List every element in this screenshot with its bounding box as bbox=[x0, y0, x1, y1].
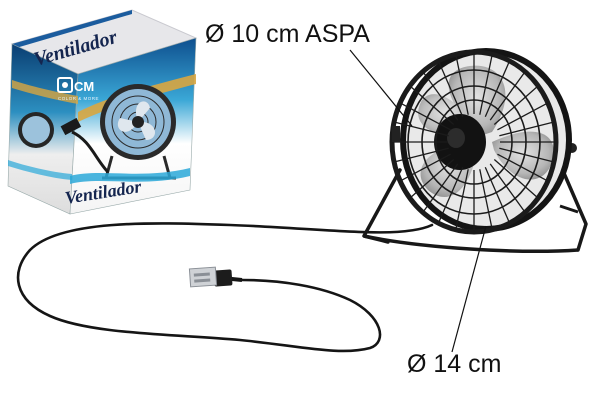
guard-spoke bbox=[399, 102, 451, 131]
frame-callout-line bbox=[451, 225, 487, 353]
guard-spoke bbox=[489, 71, 526, 121]
guard-spoke bbox=[393, 147, 449, 163]
guard-spoke bbox=[489, 163, 526, 213]
guard-spoke bbox=[409, 158, 455, 199]
guard-spoke bbox=[484, 166, 511, 224]
product-box: CM COLOR & MORE Ventilador Ventilador bbox=[7, 9, 198, 215]
guard-spoke bbox=[409, 85, 455, 126]
guard-spoke bbox=[493, 158, 539, 199]
guard-spoke bbox=[497, 153, 549, 182]
usb-cable bbox=[16, 222, 434, 353]
blade-callout-line bbox=[349, 49, 413, 127]
blade-diameter-label: Ø 10 cm ASPA bbox=[205, 20, 370, 48]
guard-clip bbox=[392, 126, 400, 142]
fan-diameter-label: Ø 14 cm bbox=[407, 350, 502, 378]
brand-tagline: COLOR & MORE bbox=[58, 96, 99, 101]
desk-fan bbox=[362, 48, 588, 253]
guard-spoke bbox=[493, 85, 539, 126]
brand-logo: CM COLOR & MORE bbox=[57, 77, 99, 101]
guard-spoke bbox=[499, 121, 555, 137]
guard-spoke bbox=[399, 153, 451, 182]
guard-spoke bbox=[499, 147, 555, 163]
guard-spoke bbox=[437, 166, 464, 224]
guard-spoke bbox=[422, 163, 459, 213]
guard-spoke bbox=[437, 60, 464, 118]
guard-spoke bbox=[422, 71, 459, 121]
guard-spoke bbox=[393, 121, 449, 137]
guard-spoke bbox=[455, 169, 469, 230]
guard-spoke bbox=[479, 169, 493, 230]
brand-name: CM bbox=[74, 79, 94, 94]
guard-spoke bbox=[497, 102, 549, 131]
usb-plug bbox=[188, 266, 243, 288]
guard-spoke bbox=[484, 60, 511, 118]
guard-spoke bbox=[479, 54, 493, 115]
guard-spoke bbox=[455, 54, 469, 115]
